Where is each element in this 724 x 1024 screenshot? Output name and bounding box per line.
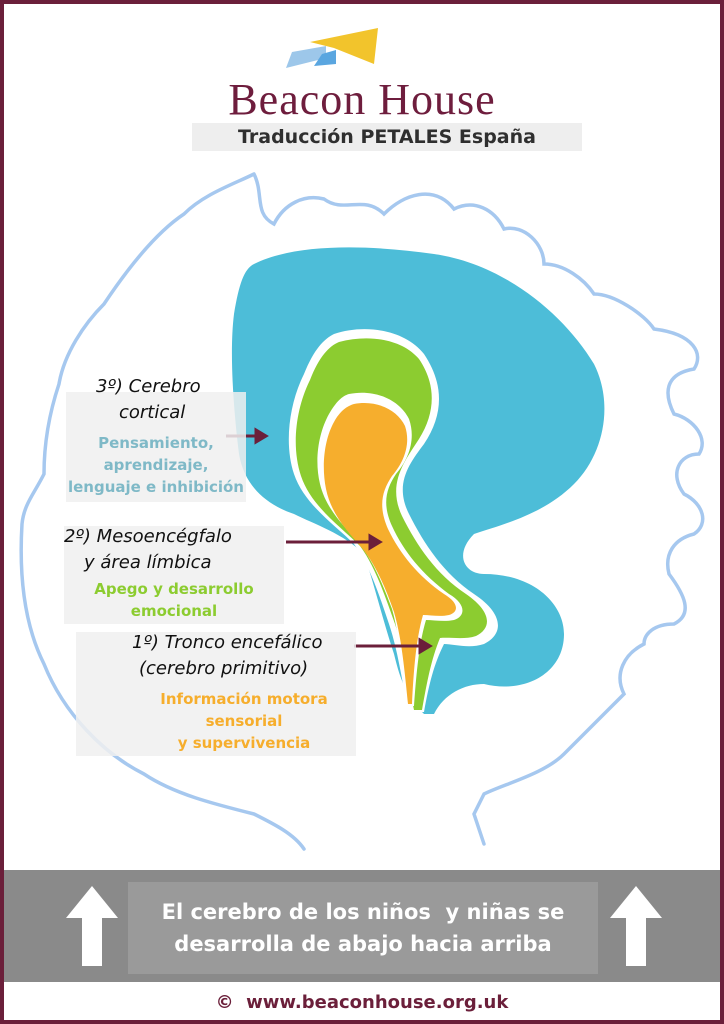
brainstem-title-line1: 1º) Tronco encefálico (132, 632, 323, 653)
subtitle: Traducción PETALES España (192, 123, 582, 151)
brand-title: Beacon House (228, 75, 496, 124)
cortex-description: Pensamiento, aprendizaje, lenguaje e inh… (67, 434, 244, 496)
logo-icon (286, 28, 378, 68)
brainstem-region (323, 403, 456, 704)
up-arrow-icon (610, 886, 662, 966)
up-arrow-icon (66, 886, 118, 966)
cortex-label-box (66, 392, 246, 502)
cortex-title-line1: 3º) Cerebro (96, 376, 201, 397)
limbic-title-line2: y área límbica (84, 552, 212, 573)
arrow-limbic (286, 533, 383, 551)
brainstem-label-box (76, 632, 356, 756)
website-url[interactable]: © www.beaconhouse.org.uk (215, 992, 509, 1013)
cortex-title-line2: cortical (119, 402, 186, 423)
head-outline (19, 172, 705, 851)
limbic-label-box (64, 526, 284, 624)
arrow-brainstem (354, 637, 433, 655)
brainstem-title-line2: (cerebro primitivo) (139, 658, 309, 679)
brainstem-description: Información motora sensorial y supervive… (160, 690, 328, 752)
brain-diagram (19, 172, 705, 851)
limbic-description: Apego y desarrollo emocional (94, 580, 254, 620)
limbic-title-line1: 2º) Mesoencégfalo (64, 526, 232, 547)
footer-message: El cerebro de los niños y niñas se desar… (128, 882, 598, 974)
